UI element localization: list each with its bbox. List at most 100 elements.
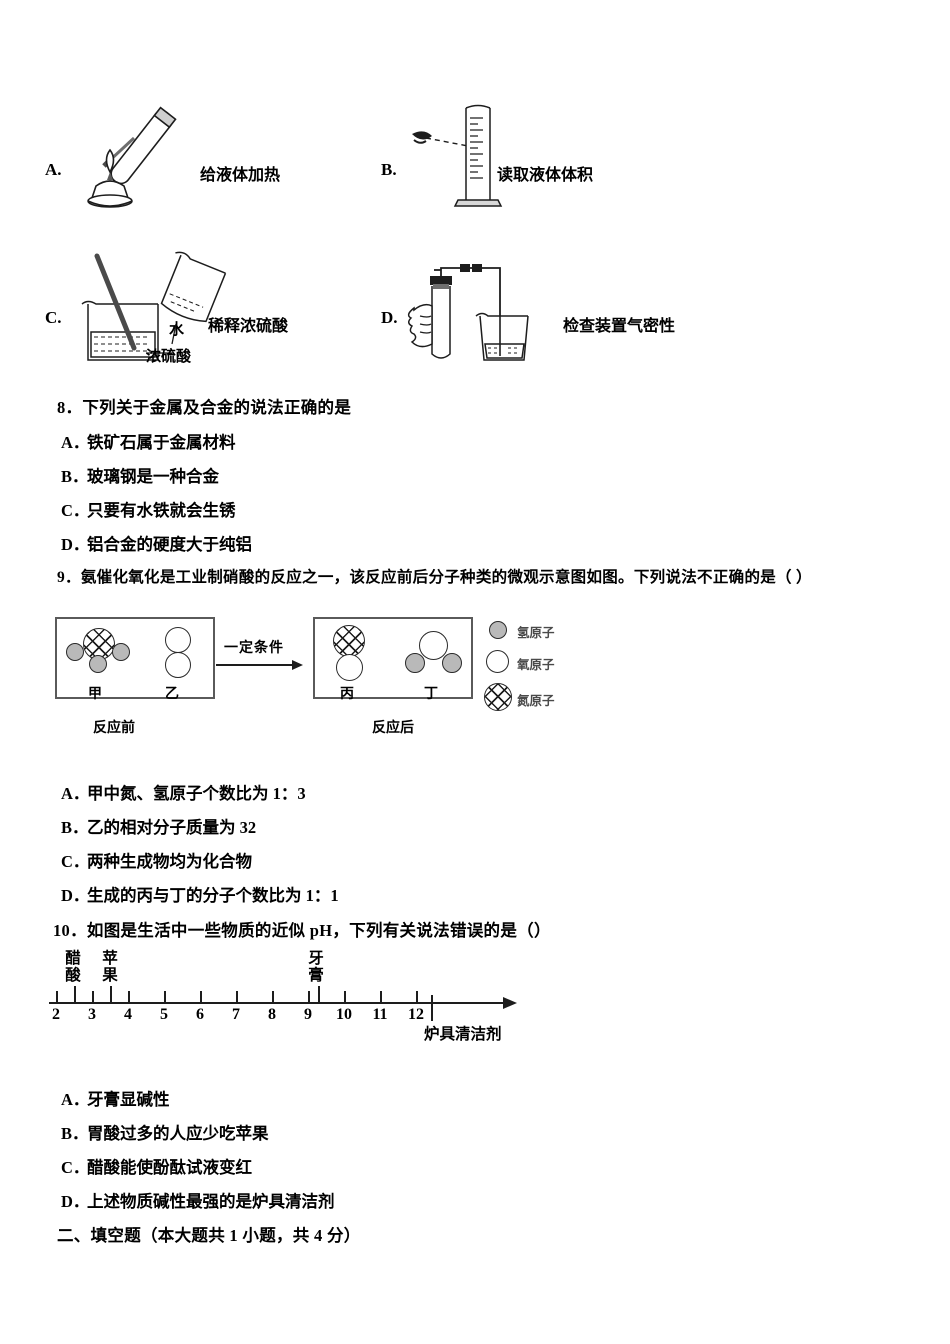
- legend-hydrogen-swatch: [489, 621, 507, 639]
- ph-tick: [308, 991, 310, 1002]
- hydrogen-atom: [89, 655, 107, 673]
- figure-graduated-cylinder-reading: [410, 100, 560, 220]
- option-text: 铝合金的硬度大于纯铝: [87, 535, 252, 554]
- ph-marker-apple: [110, 986, 112, 1003]
- question-9-stem-text: 氨催化氧化是工业制硝酸的反应之一，该反应前后分子种类的微观示意图如图。下列说法不…: [80, 569, 812, 586]
- hydrogen-atom: [112, 643, 130, 661]
- option-label: B．: [61, 1124, 89, 1143]
- before-reaction-label: 反应前: [93, 719, 135, 735]
- ph-tick-label: 8: [268, 1006, 276, 1023]
- option-c-caption: 稀释浓硫酸: [208, 318, 289, 335]
- reaction-before-box: [55, 617, 215, 699]
- option-text: 生成的丙与丁的分子个数比为 1：1: [87, 886, 339, 905]
- oxygen-atom: [419, 631, 448, 660]
- option-text: 两种生成物均为化合物: [87, 852, 252, 871]
- option-text: 乙的相对分子质量为 32: [87, 818, 257, 837]
- option-a-label: A.: [45, 160, 62, 179]
- molecule-ding-label: 丁: [424, 685, 438, 701]
- option-label: C．: [61, 852, 90, 871]
- option-text: 牙膏显碱性: [87, 1090, 170, 1109]
- reaction-condition-label: 一定条件: [224, 639, 284, 655]
- ph-tick-label: 7: [232, 1006, 240, 1023]
- oxygen-atom: [165, 652, 191, 678]
- legend-nitrogen-label: 氮原子: [517, 694, 555, 708]
- option-text: 胃酸过多的人应少吃苹果: [87, 1124, 269, 1143]
- question-10-stem: 10．如图是生活中一些物质的近似 pH，下列有关说法错误的是（）: [53, 917, 551, 941]
- option-label: C．: [61, 501, 90, 520]
- option-label: C．: [61, 1158, 90, 1177]
- option-label: B．: [61, 467, 89, 486]
- ph-tick: [128, 991, 130, 1002]
- ph-tick: [200, 991, 202, 1002]
- question-9-option-d: D．生成的丙与丁的分子个数比为 1：1: [61, 882, 339, 906]
- option-label: A．: [61, 1090, 90, 1109]
- question-8-stem: 8．下列关于金属及合金的说法正确的是: [57, 394, 351, 418]
- question-8-option-c: C．只要有水铁就会生锈: [61, 497, 236, 521]
- option-text: 只要有水铁就会生锈: [87, 501, 236, 520]
- ph-tick-label: 12: [408, 1006, 424, 1023]
- hydrogen-atom: [442, 653, 462, 673]
- option-d-label: D.: [381, 308, 398, 327]
- question-9-stem: 9．氨催化氧化是工业制硝酸的反应之一，该反应前后分子种类的微观示意图如图。下列说…: [57, 565, 812, 587]
- figure-airtightness-check: [407, 258, 558, 368]
- legend-oxygen-swatch: [486, 650, 509, 673]
- question-8-number: 8．: [57, 398, 83, 417]
- option-text: 铁矿石属于金属材料: [87, 433, 236, 452]
- figure-alcohol-lamp-heating: [80, 100, 210, 220]
- oxygen-atom: [336, 654, 363, 681]
- ph-label-oven-cleaner: 炉具清洁剂: [424, 1026, 502, 1043]
- option-label: A．: [61, 784, 90, 803]
- ph-tick-label: 4: [124, 1006, 132, 1023]
- option-d-caption: 检查装置气密性: [563, 318, 676, 335]
- molecule-bing-label: 丙: [340, 685, 354, 701]
- ph-tick-label: 11: [372, 1006, 388, 1023]
- ph-marker-oven-cleaner: [431, 995, 433, 1021]
- ph-marker-vinegar: [74, 986, 76, 1003]
- legend-hydrogen-label: 氢原子: [517, 626, 555, 640]
- ph-label-apple: 苹果: [102, 950, 118, 984]
- nitrogen-atom: [333, 625, 365, 657]
- ph-axis-arrow: [503, 997, 517, 1009]
- ph-tick: [380, 991, 382, 1002]
- question-8-option-a: A．铁矿石属于金属材料: [61, 429, 236, 453]
- ph-label-vinegar: 醋酸: [65, 950, 81, 984]
- question-10-number: 10．: [53, 921, 87, 940]
- legend-nitrogen-swatch: [484, 683, 512, 711]
- question-10-option-b: B．胃酸过多的人应少吃苹果: [61, 1120, 269, 1144]
- ph-tick: [272, 991, 274, 1002]
- question-10-option-a: A．牙膏显碱性: [61, 1086, 170, 1110]
- question-8-option-b: B．玻璃钢是一种合金: [61, 463, 219, 487]
- option-text: 醋酸能使酚酞试液变红: [87, 1158, 252, 1177]
- option-b-caption: 读取液体体积: [497, 167, 594, 184]
- question-9-option-b: B．乙的相对分子质量为 32: [61, 814, 256, 838]
- molecule-jia-label: 甲: [88, 685, 102, 701]
- question-8-option-d: D．铝合金的硬度大于纯铝: [61, 531, 252, 555]
- option-label: D．: [61, 886, 90, 905]
- question-8-stem-text: 下列关于金属及合金的说法正确的是: [82, 398, 352, 417]
- option-label: B．: [61, 818, 89, 837]
- option-text: 甲中氮、氢原子个数比为 1：3: [87, 784, 306, 803]
- ph-tick: [92, 991, 94, 1002]
- ph-tick-label: 2: [52, 1006, 60, 1023]
- ph-tick-label: 9: [304, 1006, 312, 1023]
- reaction-arrow-head: [292, 660, 303, 670]
- option-b-label: B.: [381, 160, 397, 179]
- ph-tick: [344, 991, 346, 1002]
- ph-tick: [56, 991, 58, 1002]
- hydrogen-atom: [66, 643, 84, 661]
- ph-label-toothpaste: 牙膏: [308, 950, 324, 984]
- hydrogen-atom: [405, 653, 425, 673]
- ph-tick-label: 3: [88, 1006, 96, 1023]
- question-10-option-d: D．上述物质碱性最强的是炉具清洁剂: [61, 1188, 335, 1212]
- ph-tick-label: 10: [336, 1006, 352, 1023]
- reaction-arrow: [216, 664, 294, 666]
- oxygen-atom: [165, 627, 191, 653]
- question-9-number: 9．: [57, 569, 81, 586]
- option-a-caption: 给液体加热: [200, 167, 281, 184]
- ph-tick-label: 6: [196, 1006, 204, 1023]
- option-label: D．: [61, 535, 90, 554]
- option-text: 玻璃钢是一种合金: [87, 467, 219, 486]
- section-heading: 二、填空题（本大题共 1 小题，共 4 分）: [57, 1226, 361, 1245]
- ph-tick: [164, 991, 166, 1002]
